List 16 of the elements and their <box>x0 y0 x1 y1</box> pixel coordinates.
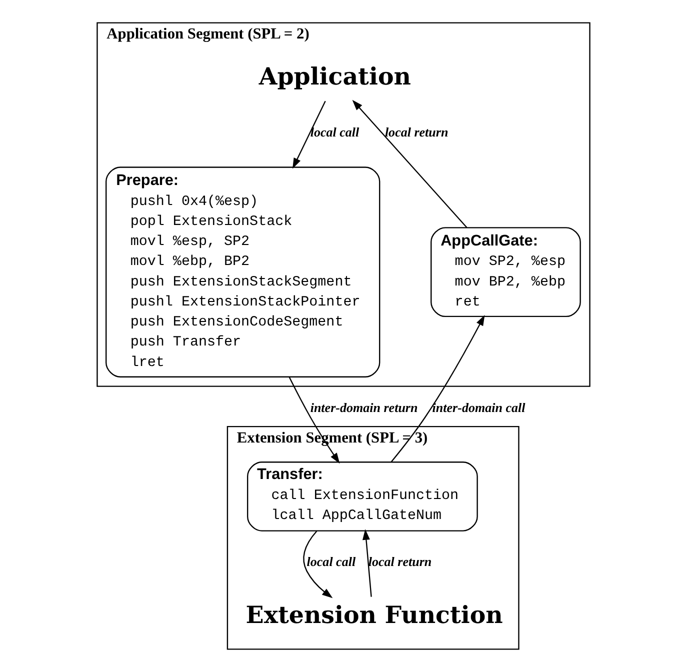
edge-label: local call <box>310 124 360 140</box>
edge-label: local return <box>384 124 448 140</box>
node-text: Extension Function <box>246 601 503 630</box>
arrow <box>390 314 485 462</box>
arrow <box>303 530 333 598</box>
edge-label: local return <box>368 554 432 570</box>
node-box: Transfer: call ExtensionFunction lcall AppCallGateNum <box>247 462 478 532</box>
node-box: AppCallGate: mov SP2, %esp mov BP2, %ebp ret <box>430 227 581 318</box>
arrow <box>352 100 468 228</box>
node-text: Application <box>258 62 411 90</box>
arrow <box>362 529 372 597</box>
edge-label: inter-domain call <box>432 400 526 416</box>
node-box: Prepare: pushl 0x4(%esp) popl ExtensionStack movl %esp, SP2 movl %ebp, BP2 push ExtensionStackSegment pushl ExtensionStackPointer push ExtensionCodeSegment push Transfer lret <box>106 166 380 378</box>
arrow <box>292 100 326 169</box>
edge-label: local call <box>306 554 356 570</box>
edge-label: inter-domain return <box>310 400 418 416</box>
